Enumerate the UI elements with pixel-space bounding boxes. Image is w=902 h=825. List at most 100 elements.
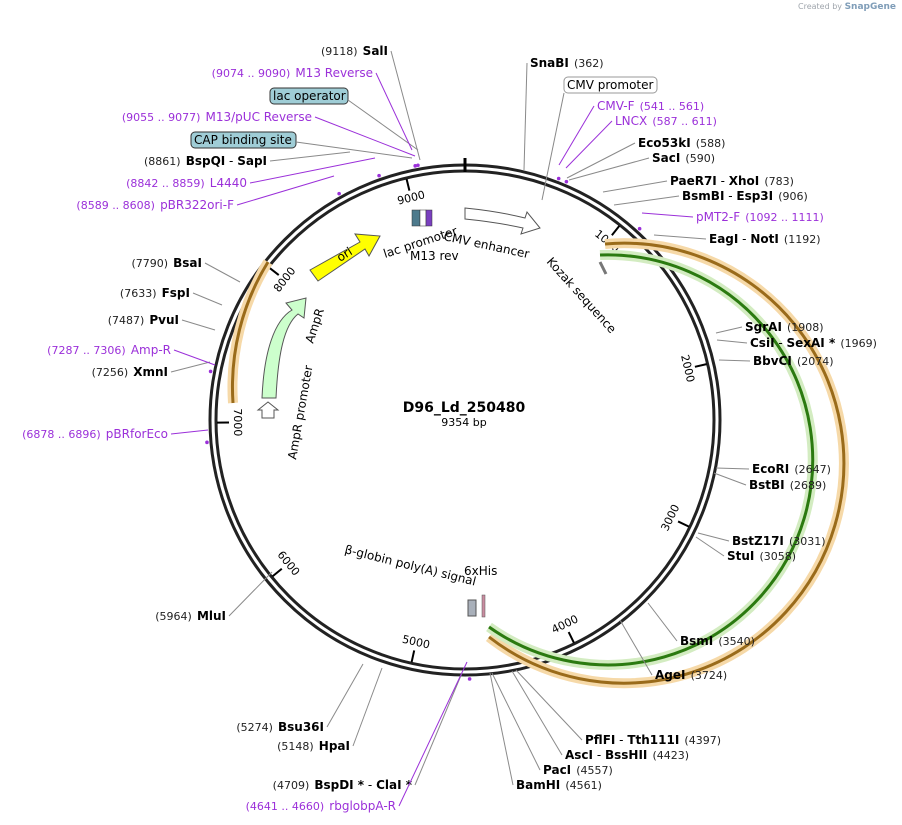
enzyme-name: PvuI — [149, 313, 179, 327]
primer-name: CMV-F — [597, 99, 635, 113]
primer-name: M13/pUC Reverse — [206, 110, 313, 124]
site-paer7i-xhoi: PaeR7I - XhoI (783) — [602, 174, 794, 193]
tick-mark — [611, 225, 621, 236]
cmv-promoter-text: CMV promoter — [567, 78, 654, 92]
site-position: (1969) — [840, 337, 877, 350]
site-pflfi-tth111i: PflFI - Tth111I (4397) — [515, 669, 721, 747]
site-label: Eco53kI (588) — [638, 132, 725, 151]
primer-site-mark — [556, 176, 561, 181]
site-label: (5964) MluI — [155, 605, 226, 624]
site-leader-line — [192, 292, 223, 306]
primer-position: (7287 .. 7306) — [47, 344, 126, 357]
site-leader-line — [204, 262, 241, 283]
site-stui: StuI (3058) — [695, 536, 796, 563]
site-mlui: (5964) MluI — [155, 571, 273, 624]
site-label: (7256) XmnI — [92, 361, 168, 380]
primer-leader-line — [314, 116, 416, 157]
primer-leader-line — [249, 157, 376, 184]
site-paci: PacI (4557) — [491, 672, 613, 777]
site-position: (3724) — [691, 669, 728, 682]
cmv-promoter-boxed-label: CMV promoter — [541, 76, 658, 201]
primer-leader-line — [398, 661, 468, 807]
cap-binding-site-boxed-label: CAP binding site — [190, 131, 413, 159]
enzyme-name: SapI — [237, 154, 267, 168]
primer-position: (6878 .. 6896) — [22, 428, 101, 441]
site-leader-line — [716, 339, 748, 344]
site-position: (7487) — [108, 314, 145, 327]
primer-name: Amp-R — [131, 343, 171, 357]
enzyme-name: BspDI * — [314, 778, 364, 792]
primer-position: (541 .. 561) — [640, 100, 705, 113]
ampr-label: AmpR — [303, 306, 327, 344]
primer-label: (4641 .. 4660) rbglobpA-R — [246, 795, 396, 814]
site-leader-line — [523, 62, 528, 171]
primer-pmt2-f: pMT2-F (1092 .. 1111) — [637, 210, 824, 231]
primer-position: (9055 .. 9077) — [122, 111, 201, 124]
tick-mark — [677, 520, 690, 528]
site-eco53ki: Eco53kI (588) — [566, 132, 725, 179]
site-bsmi: BsmI (3540) — [647, 602, 755, 648]
primer-leader-line — [236, 175, 335, 206]
primer-leader-line — [173, 349, 216, 366]
site-fspi: (7633) FspI — [120, 286, 223, 306]
ampr-feature-arrow — [261, 297, 307, 399]
enzyme-name: PacI — [543, 763, 571, 777]
site-bbvci: BbvCI (2074) — [718, 354, 834, 368]
ampr-promoter-label: AmpR promoter — [285, 364, 315, 460]
primer-leader-line — [375, 72, 413, 151]
site-pvui: (7487) PvuI — [108, 313, 216, 331]
site-label: BsmBI - Esp3I (906) — [682, 185, 808, 204]
orf-inner-arc — [488, 253, 815, 667]
kozak-marker — [598, 261, 608, 275]
tick-mark — [271, 568, 283, 578]
tick-mark — [567, 631, 575, 644]
enzyme-name: XhoI — [729, 174, 760, 188]
site-position: (3031) — [789, 535, 826, 548]
enzyme-name: Eco53kI — [638, 136, 691, 150]
primer-name: pMT2-F — [696, 210, 740, 224]
primer-site-mark — [416, 163, 420, 168]
primer-name: pBRforEco — [106, 427, 168, 441]
site-leader-line — [713, 472, 747, 486]
site-leader-line — [697, 532, 730, 542]
site-position: (1192) — [784, 233, 821, 246]
enzyme-name: BbvCI — [753, 354, 792, 368]
primer-site-mark — [413, 164, 418, 168]
site-leader-line — [715, 467, 750, 470]
primer-lncx: LNCX (587 .. 611) — [564, 114, 717, 184]
site-leader-line — [653, 234, 707, 240]
site-sgrai: SgrAI (1908) — [715, 320, 824, 334]
site-label: BstBI (2689) — [749, 474, 826, 493]
primer-label: (6878 .. 6896) pBRforEco — [22, 423, 168, 442]
site-position: (3058) — [759, 550, 796, 563]
site-xmni: (7256) XmnI — [92, 361, 211, 380]
primer-position: (4641 .. 4660) — [246, 800, 325, 813]
primer-site-mark — [564, 179, 569, 184]
enzyme-name: EagI — [709, 232, 738, 246]
site-position: (783) — [764, 175, 794, 188]
site-leader-line — [491, 672, 541, 771]
site-position: (7256) — [92, 366, 129, 379]
enzyme-name: CsiI — [750, 336, 775, 350]
tick-label-6000: 6000 — [275, 548, 303, 578]
plasmid-name: D96_Ld_250480 — [403, 400, 526, 416]
enzyme-name: BsmBI — [682, 189, 724, 203]
primer-label: (8589 .. 8608) pBR322ori-F — [76, 194, 234, 213]
lac-operator-boxed-label: lac operator — [269, 87, 419, 151]
site-bsu36i: (5274) Bsu36I — [236, 663, 364, 734]
ori-feature-arrow — [309, 233, 381, 282]
site-leader-line — [619, 619, 653, 676]
enzyme-name: HpaI — [319, 739, 350, 753]
site-leader-line — [170, 361, 211, 373]
site-leader-line — [414, 672, 463, 786]
enzyme-name: MluI — [197, 609, 226, 623]
site-position: (2689) — [790, 479, 827, 492]
site-leader-line — [695, 536, 725, 557]
site-leader-line — [511, 670, 563, 756]
primer-name: M13 Reverse — [295, 66, 373, 80]
enzyme-name: Bsu36I — [278, 720, 324, 734]
primer-leader-line — [170, 429, 209, 435]
site-eagi-noti: EagI - NotI (1192) — [653, 232, 821, 246]
site-position: (4561) — [565, 779, 602, 792]
